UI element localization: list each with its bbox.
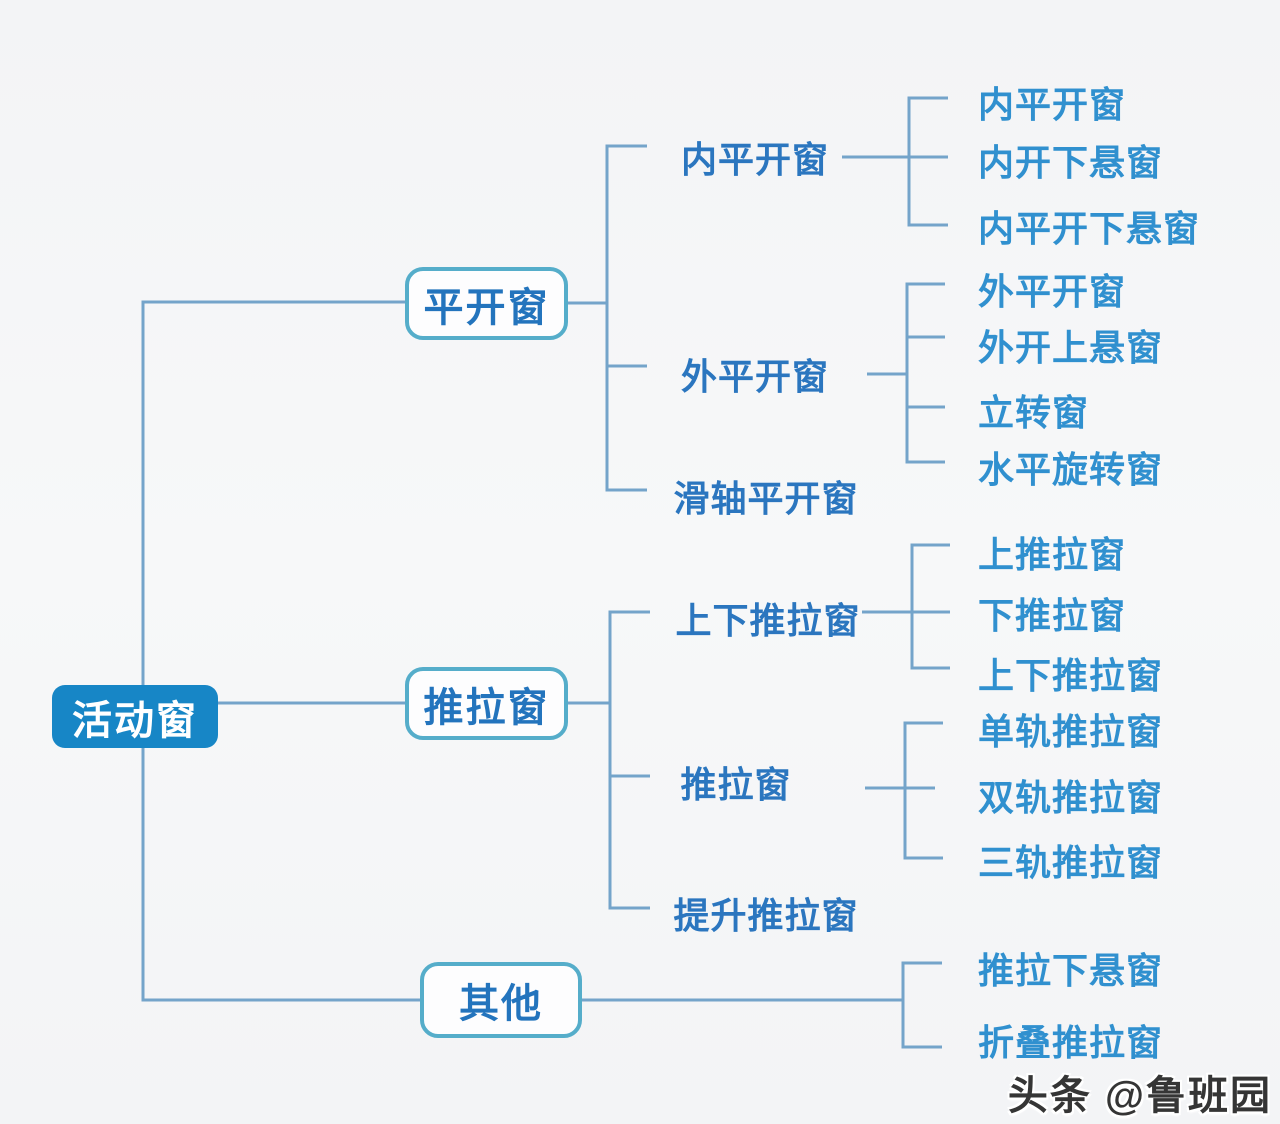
watermark-toutiao-lubanyuan: 头条 @鲁班园: [1007, 1074, 1272, 1118]
branch-casement-window: 平开窗: [405, 267, 568, 340]
leaf-inward-casement: 内平开窗: [978, 84, 1127, 125]
leaf-inward-bottom-hung: 内开下悬窗: [978, 142, 1164, 183]
leaf-folding-sliding: 折叠推拉窗: [978, 1022, 1164, 1063]
leaf-vertical-pivot: 立转窗: [978, 392, 1090, 433]
leaf-sliding-bottom-hung: 推拉下悬窗: [978, 950, 1164, 991]
node-inward-casement: 内平开窗: [680, 139, 830, 180]
node-lift-sliding: 提升推拉窗: [673, 895, 859, 936]
leaf-outward-casement: 外平开窗: [978, 271, 1127, 312]
leaf-up-down-sliding: 上下推拉窗: [978, 655, 1164, 696]
node-sliding-axis-casement: 滑轴平开窗: [673, 478, 859, 519]
leaf-horizontal-pivot: 水平旋转窗: [978, 449, 1164, 490]
node-outward-casement: 外平开窗: [680, 356, 830, 397]
leaf-up-sliding: 上推拉窗: [978, 534, 1127, 575]
root-node-movable-window: 活动窗: [52, 685, 218, 748]
leaf-single-track-sliding: 单轨推拉窗: [978, 711, 1164, 752]
leaf-outward-top-hung: 外开上悬窗: [978, 327, 1164, 368]
node-horizontal-sliding: 推拉窗: [680, 764, 792, 805]
leaf-triple-track-sliding: 三轨推拉窗: [978, 842, 1164, 883]
leaf-double-track-sliding: 双轨推拉窗: [978, 777, 1164, 818]
branch-other: 其他: [420, 962, 582, 1038]
branch-sliding-window: 推拉窗: [405, 667, 568, 740]
leaf-inward-casement-bottom-hung: 内平开下悬窗: [978, 208, 1201, 249]
leaf-down-sliding: 下推拉窗: [978, 595, 1127, 636]
node-vertical-sliding: 上下推拉窗: [675, 600, 861, 641]
